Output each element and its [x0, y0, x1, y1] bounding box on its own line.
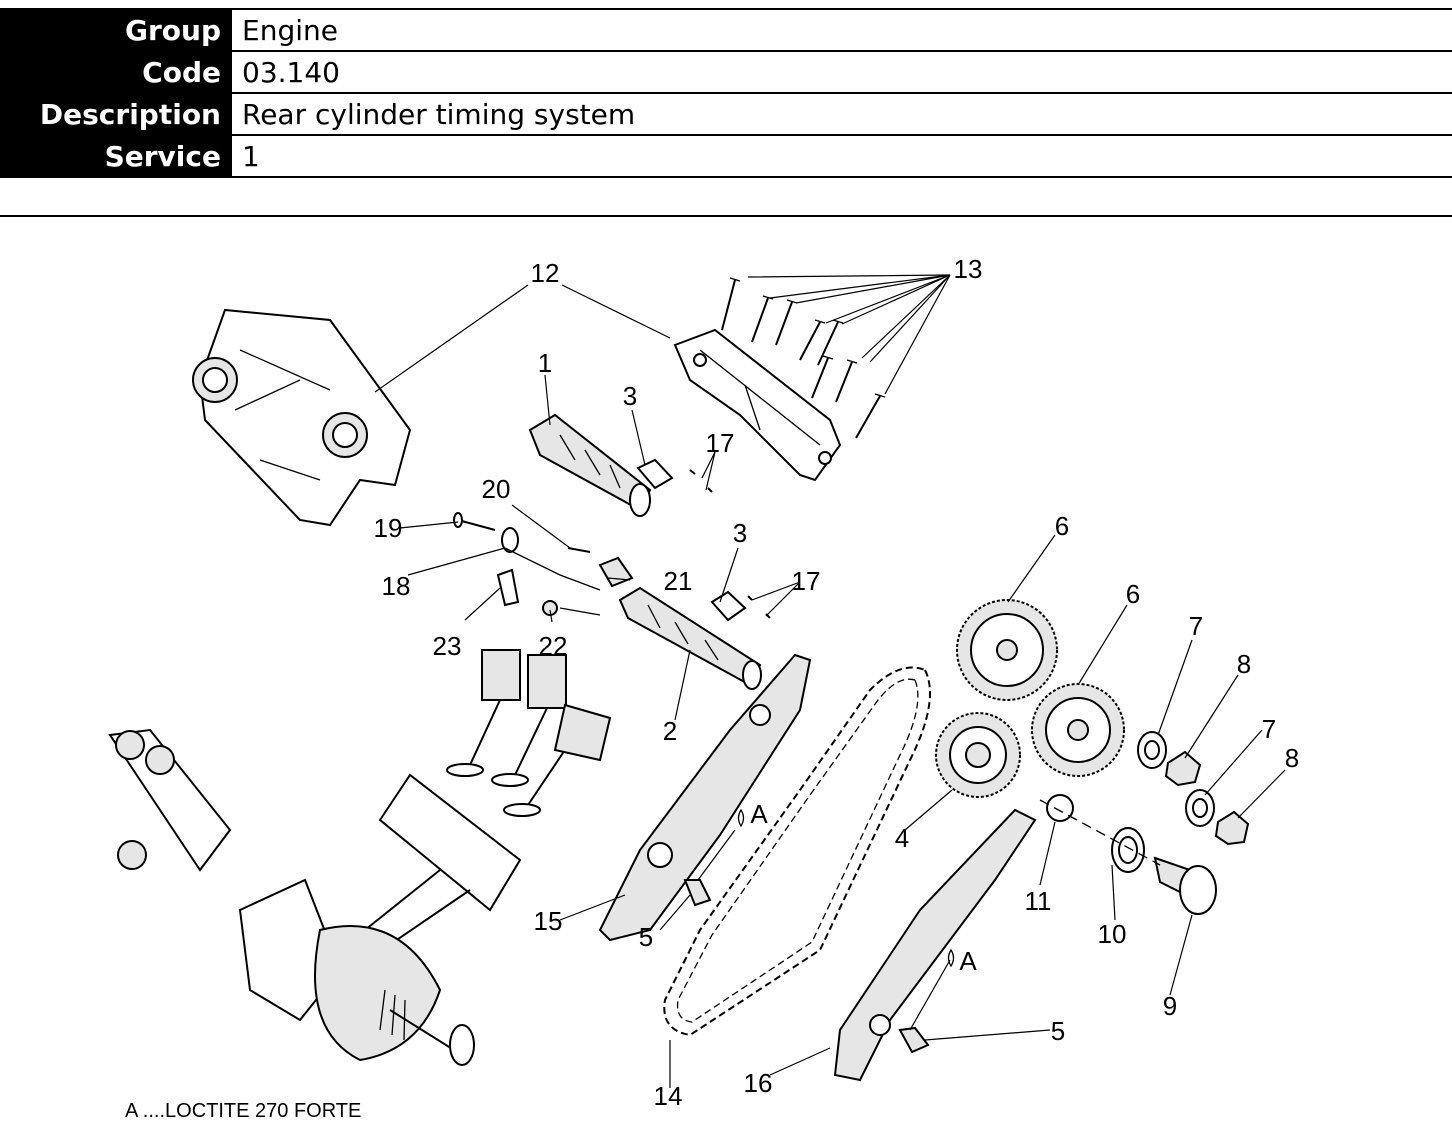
camshaft-upper-drawing: [528, 413, 652, 517]
callout-3-lower: 3: [733, 518, 747, 548]
chain-tensioner-drawing: [833, 808, 1037, 1082]
callout-7-upper: 7: [1189, 611, 1203, 641]
info-value-code: 03.140: [229, 50, 1452, 94]
valves-drawing: [446, 649, 612, 817]
callout-21: 21: [664, 566, 693, 596]
info-value-group: Engine: [229, 8, 1452, 52]
callout-18: 18: [382, 571, 411, 601]
exploded-parts-diagram: 12 13 1 3 17 20 19 18 21 3 17 23 22 2 6 …: [108, 254, 1300, 1122]
callout-17-lower: 17: [792, 566, 821, 596]
guide-screws-drawing: [683, 879, 930, 1054]
info-row-service: Service 1: [0, 134, 1452, 178]
washers-nuts-drawing: [1039, 731, 1250, 915]
callout-13: 13: [954, 254, 983, 284]
clamp-plate-upper-drawing: [636, 458, 713, 493]
callout-7-lower: 7: [1262, 714, 1276, 744]
info-key-description: Description: [0, 92, 231, 136]
callout-labels: 12 13 1 3 17 20 19 18 21 3 17 23 22 2 6 …: [374, 254, 1300, 1111]
callout-3-upper: 3: [623, 381, 637, 411]
info-key-group: Group: [0, 8, 231, 52]
info-row-code: Code 03.140: [0, 50, 1452, 94]
callout-6-upper: 6: [1055, 511, 1069, 541]
callout-4: 4: [895, 823, 909, 853]
adhesive-legend: A ....LOCTITE 270 FORTE: [125, 1100, 361, 1122]
timing-chain-drawing: [663, 666, 931, 1037]
adhesive-drop-icons: [737, 808, 955, 968]
callout-16: 16: [744, 1068, 773, 1098]
info-value-service: 1: [229, 134, 1452, 178]
gears-drawing: [935, 599, 1125, 798]
cover-screws-drawing: [721, 277, 886, 439]
adhesive-mark-lower: A: [959, 946, 977, 976]
callout-1: 1: [538, 348, 552, 378]
adhesive-mark-upper: A: [750, 799, 768, 829]
info-row-description: Description Rear cylinder timing system: [0, 92, 1452, 136]
callout-19: 19: [374, 513, 403, 543]
callout-22: 22: [539, 631, 568, 661]
callout-17-upper: 17: [706, 428, 735, 458]
camshaft-carrier-drawing: [673, 328, 842, 482]
section-divider: [0, 215, 1452, 217]
callout-9: 9: [1163, 991, 1177, 1021]
chain-guide-drawing: [598, 653, 812, 942]
info-row-group: Group Engine: [0, 8, 1452, 52]
part-info-table: Group Engine Code 03.140 Description Rea…: [0, 8, 1452, 178]
callout-5-upper: 5: [639, 922, 653, 952]
callout-20: 20: [482, 474, 511, 504]
crankshaft-assembly-drawing: [108, 728, 522, 1066]
callout-2: 2: [663, 716, 677, 746]
callout-12: 12: [531, 258, 560, 288]
callout-23: 23: [433, 631, 462, 661]
info-key-service: Service: [0, 134, 231, 178]
callout-6-lower: 6: [1126, 579, 1140, 609]
callout-8-upper: 8: [1237, 649, 1251, 679]
callout-5-lower: 5: [1051, 1016, 1065, 1046]
info-key-code: Code: [0, 50, 231, 94]
camshaft-lower-drawing: [618, 586, 762, 690]
info-value-description: Rear cylinder timing system: [229, 92, 1452, 136]
cylinder-head-drawing: [192, 308, 412, 527]
callout-11: 11: [1025, 886, 1052, 916]
callout-8-lower: 8: [1285, 743, 1299, 773]
callout-leader-lines: [374, 274, 1286, 1088]
callout-15: 15: [534, 906, 563, 936]
callout-14: 14: [654, 1081, 683, 1111]
callout-10: 10: [1098, 919, 1127, 949]
